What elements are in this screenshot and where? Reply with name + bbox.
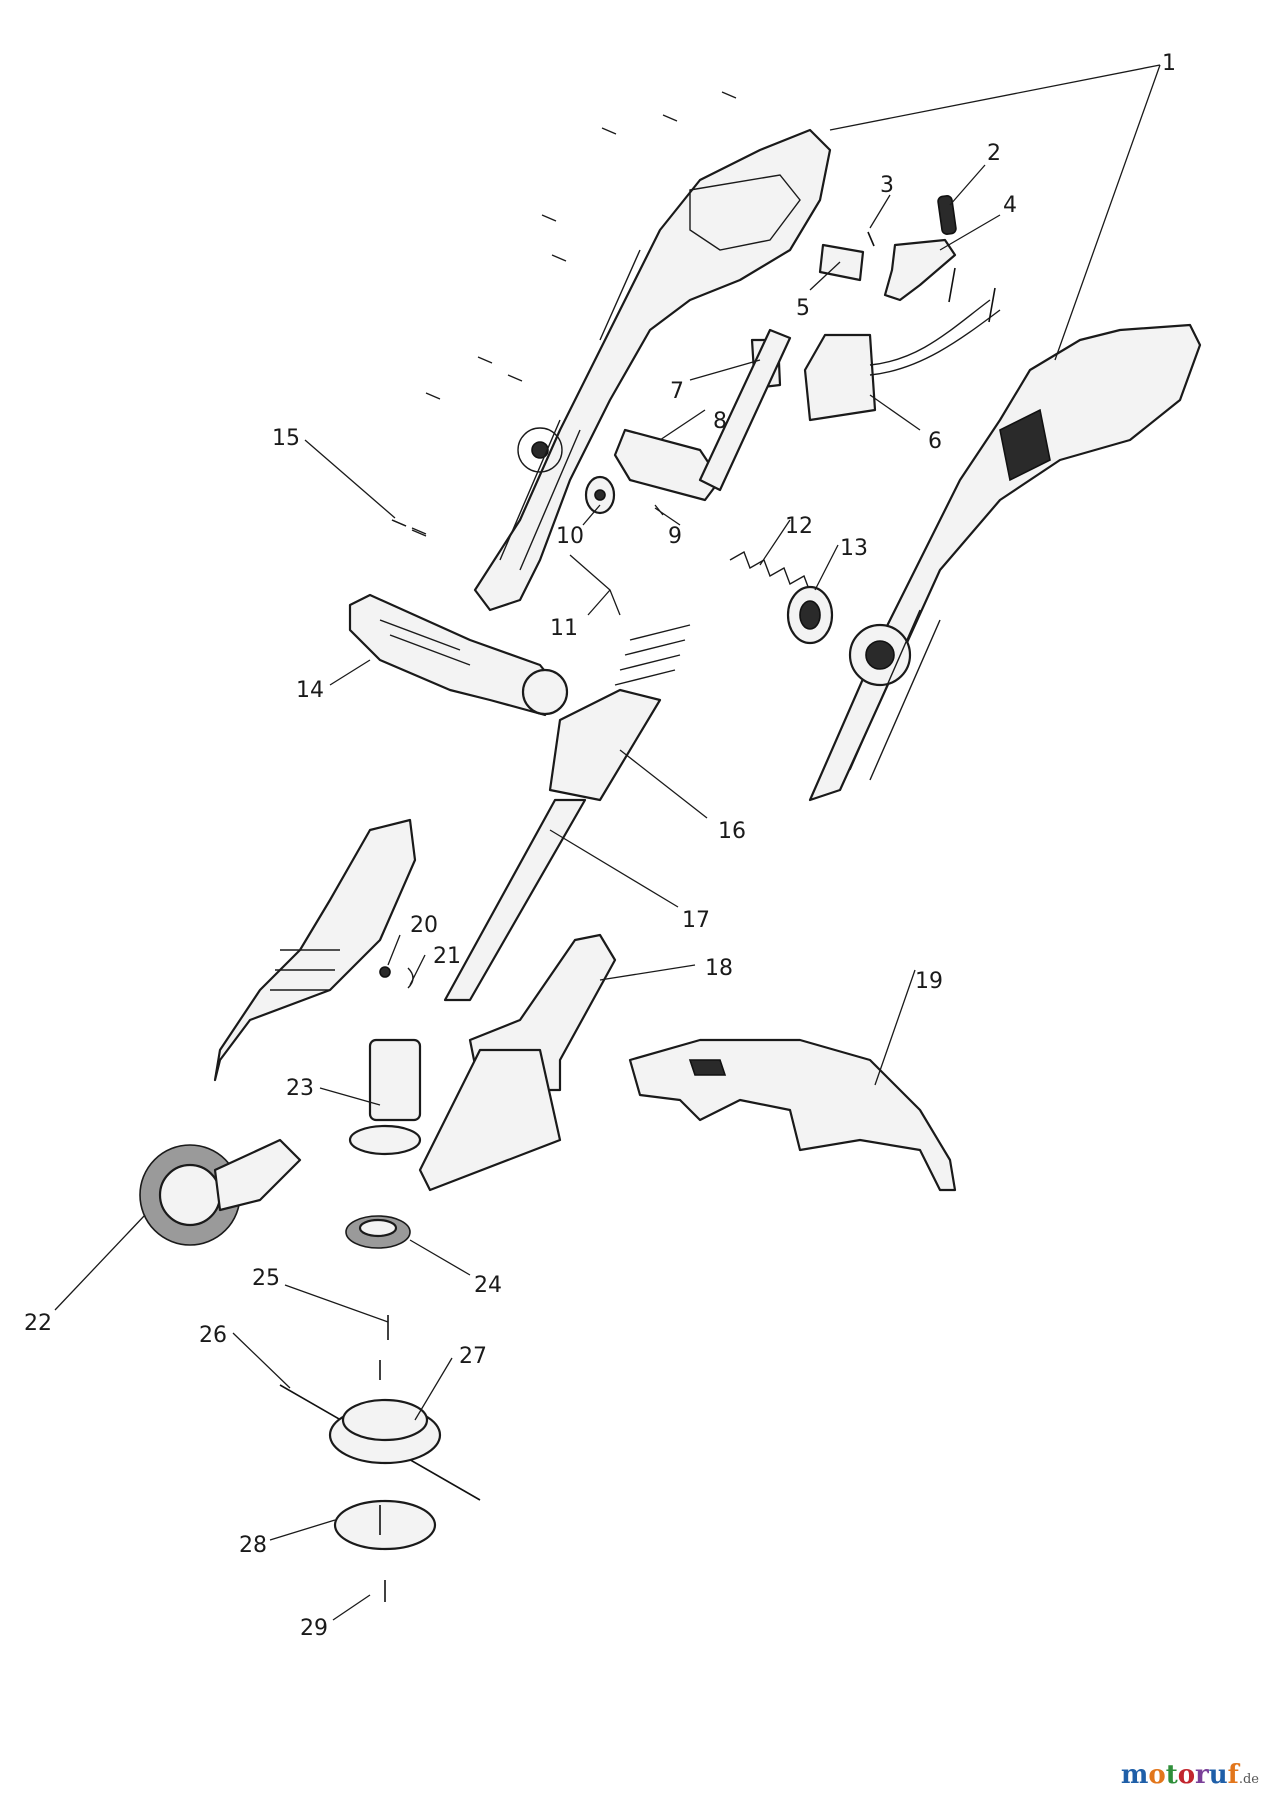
part-pin <box>867 231 875 247</box>
callout-17: 17 <box>682 908 710 933</box>
part-compression-spring <box>729 550 811 593</box>
part-shaft-assembly <box>443 328 792 1002</box>
callout-13: 13 <box>840 536 868 561</box>
watermark-logo: motoruf.de <box>1121 1760 1259 1790</box>
part-trigger-lever <box>883 238 957 302</box>
callout-6: 6 <box>928 429 942 454</box>
callout-26: 26 <box>199 1323 227 1348</box>
part-spool-cap <box>333 1499 437 1551</box>
callout-29: 29 <box>300 1616 328 1641</box>
watermark-letter: o <box>1148 1760 1166 1790</box>
callout-15: 15 <box>272 426 300 451</box>
callout-21: 21 <box>433 944 461 969</box>
callout-7: 7 <box>670 379 684 404</box>
watermark-letter: t <box>1165 1760 1178 1790</box>
part-switch-assembly <box>803 267 1001 422</box>
watermark-text: motoruf <box>1121 1760 1239 1790</box>
leader-lines <box>54 64 1161 1621</box>
part-contact-block <box>613 428 722 502</box>
callout-20: 20 <box>410 913 438 938</box>
watermark-letter: o <box>1177 1760 1196 1790</box>
part-motor <box>348 1038 422 1156</box>
callout-22: 22 <box>24 1311 52 1336</box>
part-auxiliary-handle <box>348 593 569 717</box>
callout-23: 23 <box>286 1076 314 1101</box>
part-gear-collar <box>786 585 834 645</box>
watermark-suffix: .de <box>1238 1772 1259 1787</box>
part-handle-housing-right <box>808 323 1202 802</box>
watermark-letter: m <box>1120 1760 1149 1790</box>
callout-25: 25 <box>252 1266 280 1291</box>
callout-labels: 1 2 3 4 5 6 7 8 9 10 11 12 13 14 15 16 1… <box>24 51 1176 1641</box>
part-gear <box>345 1215 411 1249</box>
callout-10: 10 <box>556 524 584 549</box>
callout-18: 18 <box>705 956 733 981</box>
watermark-letter: f <box>1227 1760 1239 1790</box>
part-motor-housing <box>418 933 617 1192</box>
part-bearing <box>584 475 616 515</box>
part-hex-key <box>569 554 621 616</box>
part-blade-spool <box>279 1360 481 1501</box>
callout-19: 19 <box>915 969 943 994</box>
callout-1: 1 <box>1162 51 1176 76</box>
watermark-letter: u <box>1208 1760 1228 1790</box>
callout-9: 9 <box>668 524 682 549</box>
callout-4: 4 <box>1003 193 1017 218</box>
callout-5: 5 <box>796 296 810 321</box>
callout-16: 16 <box>718 819 746 844</box>
callout-11: 11 <box>550 616 578 641</box>
watermark-letter: r <box>1195 1760 1209 1790</box>
callout-14: 14 <box>296 678 324 703</box>
callout-12: 12 <box>785 514 813 539</box>
callout-27: 27 <box>459 1344 487 1369</box>
callout-24: 24 <box>474 1273 502 1298</box>
callout-2: 2 <box>987 141 1001 166</box>
part-wheel <box>139 1138 302 1246</box>
part-lower-housing-left <box>213 818 417 1082</box>
part-guard <box>628 1038 957 1192</box>
part-screws-15 <box>391 519 427 537</box>
part-clip-20 <box>379 966 391 978</box>
callout-3: 3 <box>880 173 894 198</box>
callout-28: 28 <box>239 1533 267 1558</box>
part-spring-small <box>937 195 957 235</box>
part-handle-housing-left <box>473 128 832 612</box>
callout-8: 8 <box>713 409 727 434</box>
